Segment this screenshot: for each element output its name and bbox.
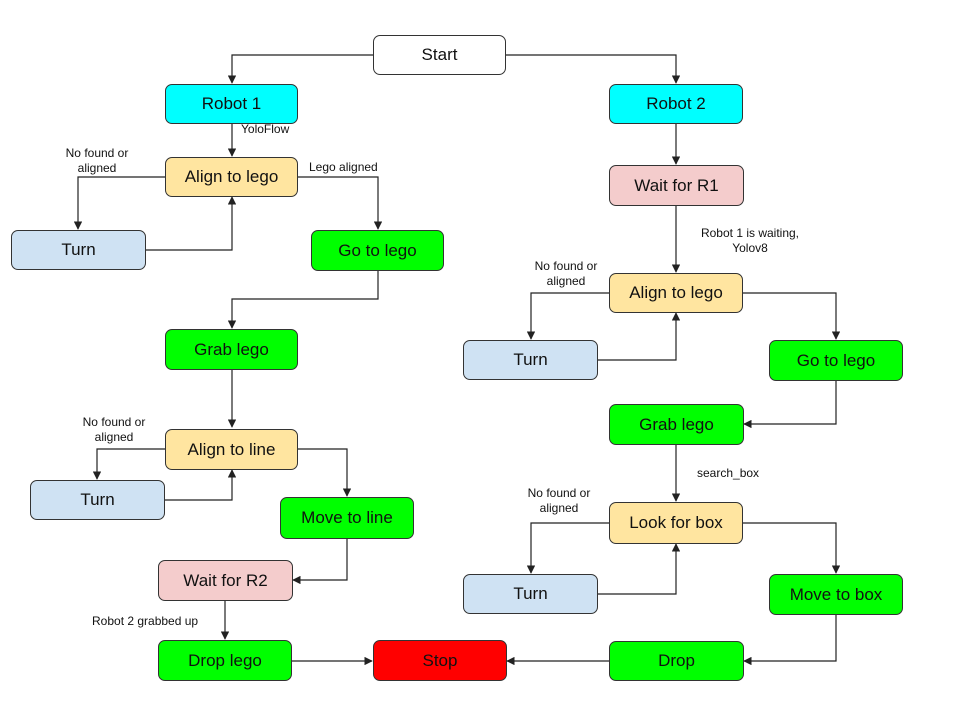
label-line: aligned [77, 161, 117, 175]
label-line: aligned [539, 501, 579, 515]
node-r2-look-box: Look for box [609, 502, 743, 544]
label-r2-not-found-2: No found or aligned [528, 486, 591, 516]
node-r2-grab-lego: Grab lego [609, 404, 744, 445]
edge-turn2-alignline [165, 469, 237, 501]
edge-golego-grab [227, 271, 379, 329]
edge-moveline-wait [292, 539, 348, 585]
label-line: No found or [65, 146, 129, 160]
node-stop: Stop [373, 640, 507, 681]
label-line: No found or [82, 415, 146, 429]
label-r1-not-found-1: No found or aligned [66, 146, 129, 176]
node-r2-drop: Drop [609, 641, 744, 681]
edge-align-golego [298, 176, 383, 230]
edge-align2-golego [743, 292, 841, 340]
label-search-box: search_box [697, 466, 760, 480]
label-robot2-grabbed: Robot 2 grabbed up [92, 614, 199, 628]
edge-start-robot1 [227, 54, 373, 84]
edge-turn-align2 [598, 312, 681, 361]
node-r1-move-line: Move to line [280, 497, 414, 539]
label-line: Yolov8 [732, 241, 768, 255]
edge-alignline-moveline [298, 448, 352, 497]
edge-align-turn1 [73, 176, 165, 230]
edge-golego-grab2 [743, 381, 837, 429]
node-r2-move-box: Move to box [769, 574, 903, 615]
label-r1-waiting: Robot 1 is waiting, Yolov8 [701, 226, 799, 256]
node-robot1: Robot 1 [165, 84, 298, 124]
node-r1-grab-lego: Grab lego [165, 329, 298, 370]
edge-movebox-drop [743, 615, 837, 666]
label-line: No found or [534, 259, 598, 273]
edge-turn-lookbox [598, 543, 681, 595]
edge-lookbox-movebox [743, 522, 841, 574]
edge-alignline-turn2 [92, 448, 165, 480]
node-r1-align-line: Align to line [165, 429, 298, 470]
node-r1-drop-lego: Drop lego [158, 640, 292, 681]
node-start: Start [373, 35, 506, 75]
label-yoloflow: YoloFlow [241, 122, 290, 136]
node-r2-turn-2: Turn [463, 574, 598, 614]
node-r2-wait-r1: Wait for R1 [609, 165, 744, 206]
label-lego-aligned: Lego aligned [309, 160, 378, 174]
node-r1-align-lego: Align to lego [165, 157, 298, 197]
node-r1-wait-r2: Wait for R2 [158, 560, 293, 601]
node-r2-align-lego: Align to lego [609, 273, 743, 313]
node-r1-turn-1: Turn [11, 230, 146, 270]
node-r1-go-lego: Go to lego [311, 230, 444, 271]
label-line: Robot 1 is waiting, [700, 226, 800, 240]
node-r2-go-lego: Go to lego [769, 340, 903, 381]
node-r1-turn-2: Turn [30, 480, 165, 520]
label-line: aligned [94, 430, 134, 444]
node-r2-turn-1: Turn [463, 340, 598, 380]
label-r1-not-found-2: No found or aligned [83, 415, 146, 445]
edge-turn1-align [146, 196, 237, 251]
edge-lookbox-turn [526, 522, 609, 574]
label-r2-not-found-1: No found or aligned [535, 259, 598, 289]
label-line: aligned [546, 274, 586, 288]
node-robot2: Robot 2 [609, 84, 743, 124]
edge-align2-turn [526, 292, 609, 340]
edge-start-robot2 [506, 54, 681, 84]
label-line: No found or [527, 486, 591, 500]
